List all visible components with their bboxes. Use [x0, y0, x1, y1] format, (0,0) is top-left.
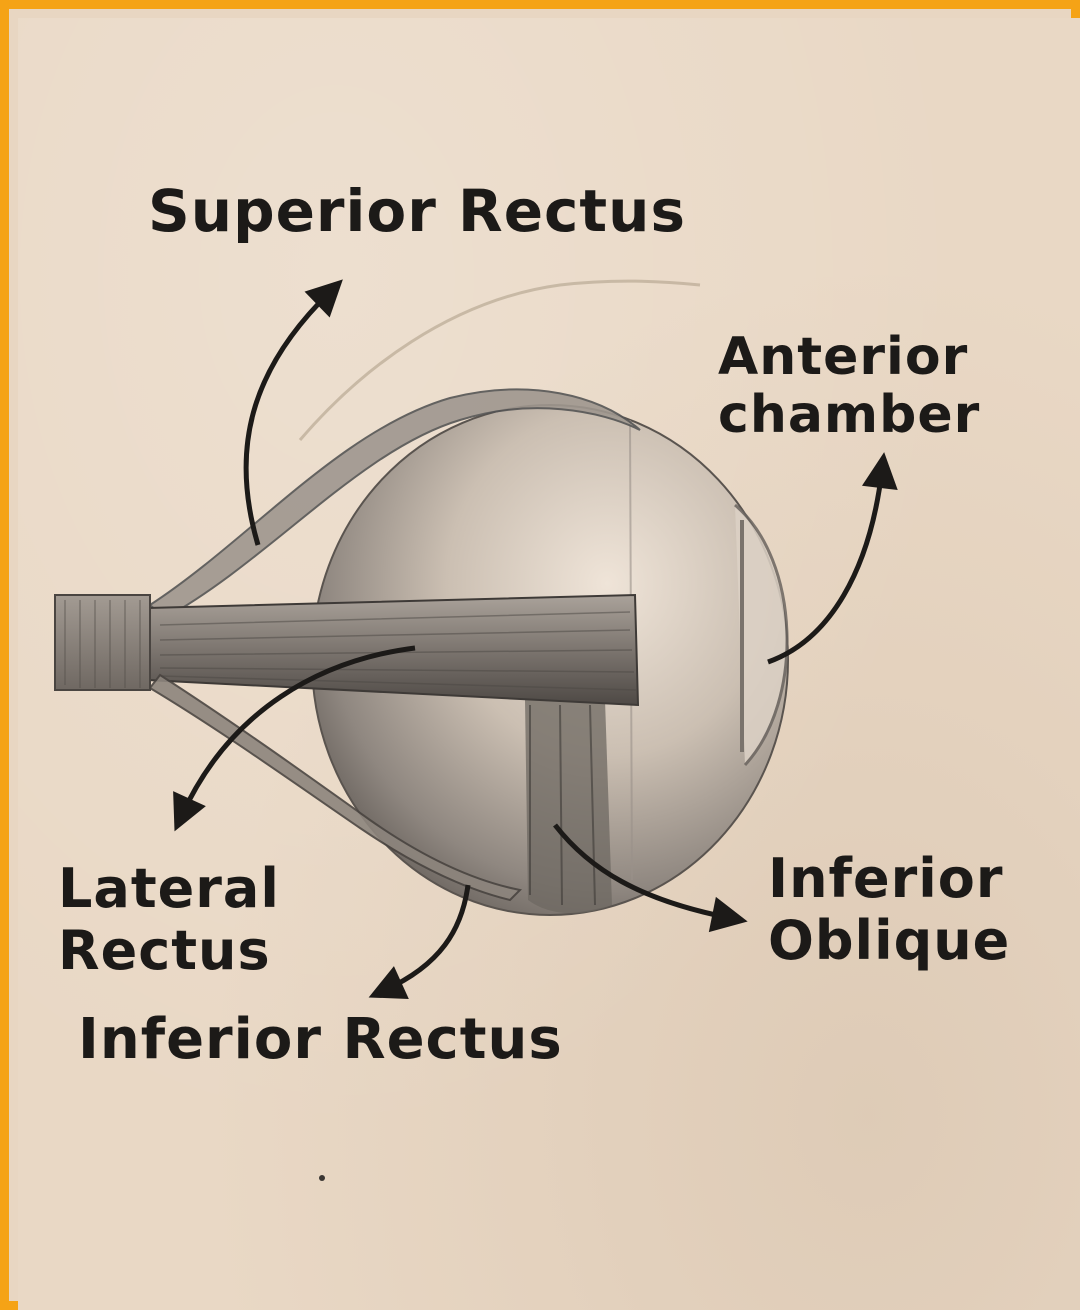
pencil-speck — [319, 1175, 325, 1181]
inferior-oblique-muscle — [525, 700, 612, 914]
inferior-oblique-line1: Inferior — [768, 847, 1004, 910]
label-superior-rectus: Superior Rectus — [148, 182, 686, 240]
anterior-chamber-line1: Anterior — [718, 327, 969, 387]
superior-rectus-muscle — [148, 388, 641, 620]
lateral-rectus-line1: Lateral — [58, 857, 280, 920]
lateral-rectus-line2: Rectus — [58, 919, 271, 982]
inferior-rectus-text: Inferior Rectus — [78, 1007, 563, 1072]
label-anterior-chamber: Anterior chamber — [718, 328, 980, 444]
arrow-lateral-rectus — [173, 645, 416, 832]
faint-sketch-line — [298, 279, 701, 441]
arrow-superior-rectus — [243, 279, 343, 546]
label-inferior-rectus: Inferior Rectus — [78, 1012, 563, 1068]
label-lateral-rectus: Lateral Rectus — [58, 858, 280, 982]
label-inferior-oblique: Inferior Oblique — [768, 848, 1010, 972]
arrow-inferior-rectus — [368, 884, 471, 999]
cornea — [734, 503, 789, 767]
optic-nerve — [54, 594, 151, 691]
arrow-inferior-oblique — [553, 823, 748, 933]
inferior-oblique-line2: Oblique — [768, 909, 1011, 972]
arrow-anterior-chamber — [767, 452, 898, 665]
anterior-chamber-line2: chamber — [718, 385, 981, 445]
superior-rectus-text: Superior Rectus — [148, 177, 686, 245]
